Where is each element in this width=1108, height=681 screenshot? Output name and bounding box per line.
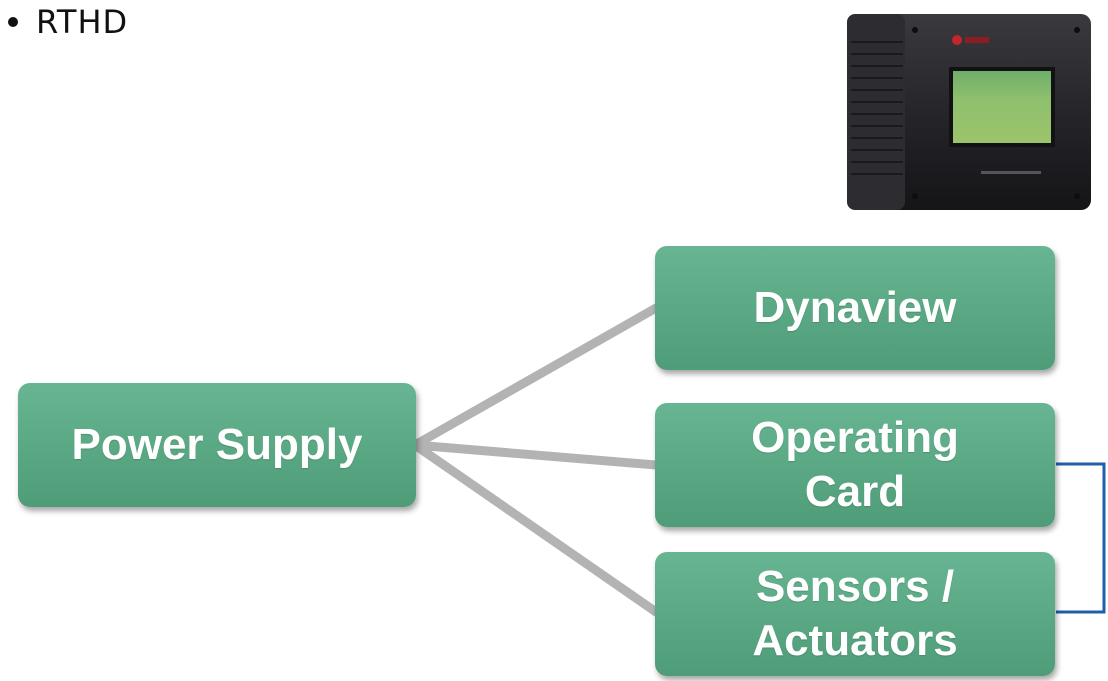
rthd-device-image	[847, 14, 1091, 210]
node-sensors-actuators-label-line2: Actuators	[752, 616, 958, 665]
node-sensors-actuators: Sensors / Actuators	[655, 552, 1055, 676]
bullet-dot-icon	[8, 17, 18, 27]
bullet-item: RTHD	[8, 0, 128, 44]
connector-power-to-dynaview	[410, 303, 661, 450]
connector-power-to-operating-card	[410, 440, 661, 470]
node-dynaview: Dynaview	[655, 246, 1055, 370]
node-operating-card-label-line1: Operating	[751, 413, 959, 462]
connector-power-to-sensors	[410, 440, 661, 617]
node-operating-card-label-line2: Card	[804, 467, 906, 516]
bracket-operating-card-sensors	[1056, 462, 1106, 614]
node-dynaview-label: Dynaview	[753, 283, 957, 332]
node-sensors-actuators-label-line1: Sensors /	[755, 562, 955, 611]
node-power-supply-label: Power Supply	[71, 420, 363, 469]
node-operating-card: Operating Card	[655, 403, 1055, 527]
bullet-text: RTHD	[36, 3, 129, 41]
node-power-supply: Power Supply	[18, 383, 416, 507]
